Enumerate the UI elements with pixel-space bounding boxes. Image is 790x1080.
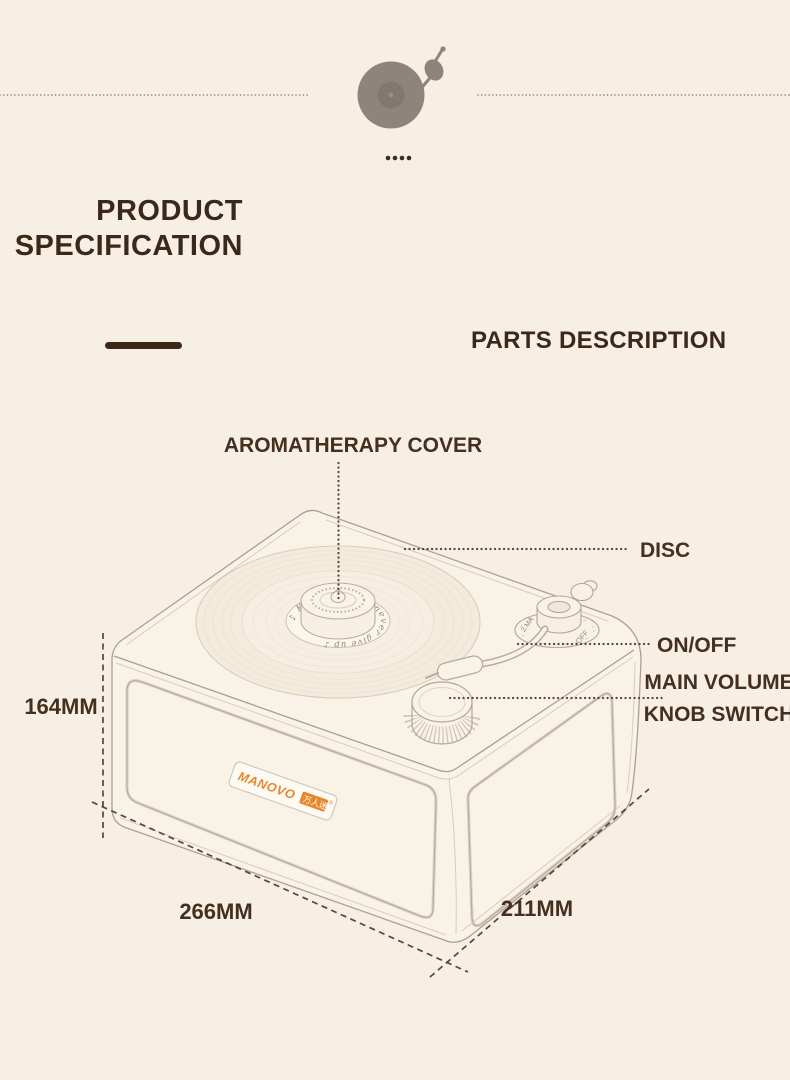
brand-reg-mark: ® [328,799,335,807]
page-title-line2: SPECIFICATION [14,230,243,262]
callout-on-off: ON/OFF [657,634,737,657]
aromatherapy-cover-knob [300,582,376,640]
callout-disc: DISC [640,539,691,562]
page-title: PRODUCT SPECIFICATION [0,194,243,264]
device-body: MANOVO 万人迷 ® ♪ Keep [111,509,642,943]
tonearm: 2.MA OFF [425,580,600,681]
dimension-label-depth: 211MM [500,896,574,921]
brand-logo-chip [299,791,328,812]
section-title: PARTS DESCRIPTION [471,327,727,354]
page-title-line1: PRODUCT [96,195,243,227]
callout-main-volume-line2: KNOB SWITCH [643,703,790,726]
dimension-line-width [91,801,469,973]
brand-badge: MANOVO 万人迷 ® [228,761,338,821]
volume-knob [403,681,481,745]
dimension-label-height: 164MM [24,694,98,719]
disc: ♪ Keep on going never give up ♪ [195,545,481,699]
front-left-panel [125,679,438,919]
dimension-label-width: 266MM [179,899,253,924]
record-icon [357,46,446,129]
callout-main-volume-line1: MAIN VOLUME [644,671,790,694]
callout-main-volume: MAIN VOLUME KNOB SWITCH [644,667,790,731]
callout-aromatherapy-cover: AROMATHERAPY COVER [223,434,483,457]
record-tonearm-icon [405,46,446,104]
front-right-panel [466,691,617,928]
dots-ornament [385,155,412,161]
title-underline [105,342,182,349]
